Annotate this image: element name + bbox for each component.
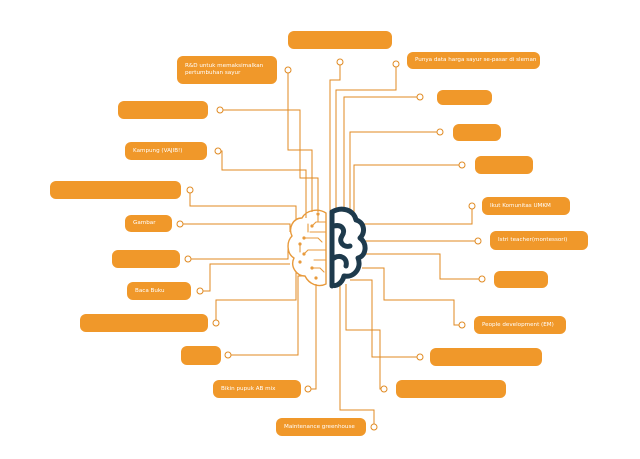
connector-dot-right-1 bbox=[416, 93, 424, 101]
connector-punya-data bbox=[335, 64, 397, 212]
connector-dot-top bbox=[336, 58, 344, 66]
node-bikin-pupuk[interactable]: Bikin pupuk AB mix bbox=[213, 380, 301, 398]
connector-people-dev bbox=[362, 267, 462, 326]
connector-dot-left-1 bbox=[216, 106, 224, 114]
node-right-2[interactable] bbox=[453, 124, 501, 141]
connector-dot-right-6 bbox=[380, 385, 388, 393]
node-kampung[interactable]: Kampung (VAJIB!) bbox=[125, 142, 207, 160]
node-punya-data[interactable]: Punya data harga sayur se-pasar di slema… bbox=[407, 52, 540, 69]
node-right-3[interactable] bbox=[475, 156, 533, 174]
connector-dot-right-2 bbox=[436, 128, 444, 136]
connector-left-2 bbox=[189, 190, 297, 220]
node-istri-teacher[interactable]: Istri teacher(montessori) bbox=[490, 231, 588, 250]
connector-left-1 bbox=[220, 109, 319, 212]
node-right-4[interactable] bbox=[494, 271, 548, 288]
connector-ikut-komunitas bbox=[360, 206, 473, 225]
node-left-1[interactable] bbox=[118, 101, 208, 119]
node-right-1[interactable] bbox=[437, 90, 492, 105]
connector-dot-left-2 bbox=[186, 186, 194, 194]
connector-dot-left-3 bbox=[184, 255, 192, 263]
node-ikut-komunitas[interactable]: Ikut Komunitas UMKM bbox=[482, 197, 570, 215]
node-left-2[interactable] bbox=[50, 181, 181, 199]
connector-dot-rnd bbox=[284, 66, 292, 74]
node-right-5[interactable] bbox=[430, 348, 542, 366]
connector-dot-punya-data bbox=[392, 60, 400, 68]
connector-baca-buku bbox=[200, 263, 290, 292]
node-maintenance[interactable]: Maintenance greenhouse bbox=[276, 418, 366, 436]
connector-dot-kampung bbox=[214, 147, 222, 155]
connector-dot-gambar bbox=[176, 220, 184, 228]
connector-dot-ikut-komunitas bbox=[468, 202, 476, 210]
connector-right-1 bbox=[343, 96, 420, 212]
node-gambar[interactable]: Gambar bbox=[125, 215, 172, 232]
connector-dot-right-5 bbox=[416, 353, 424, 361]
connector-dot-istri-teacher bbox=[474, 237, 482, 245]
node-right-6[interactable] bbox=[396, 380, 506, 398]
connector-dot-left-5 bbox=[224, 351, 232, 359]
connector-right-4 bbox=[364, 253, 482, 280]
connector-dot-maintenance bbox=[370, 423, 378, 431]
node-left-5[interactable] bbox=[181, 346, 221, 365]
node-baca-buku[interactable]: Baca Buku bbox=[127, 282, 191, 300]
connector-left-4 bbox=[215, 272, 297, 323]
connector-dot-bikin-pupuk bbox=[304, 385, 312, 393]
connector-dot-left-4 bbox=[212, 319, 220, 327]
connector-dot-people-dev bbox=[458, 321, 466, 329]
connector-dot-right-4 bbox=[478, 275, 486, 283]
connector-dot-right-3 bbox=[458, 161, 466, 169]
node-top[interactable] bbox=[288, 31, 392, 49]
node-left-4[interactable] bbox=[80, 314, 208, 332]
connector-maintenance bbox=[339, 286, 375, 427]
connector-right-5 bbox=[350, 279, 420, 358]
connector-left-3 bbox=[188, 248, 289, 260]
brain-right-hemisphere bbox=[329, 206, 368, 289]
connector-right-3 bbox=[353, 164, 462, 216]
brain-left-hemisphere bbox=[287, 209, 327, 287]
connector-dot-baca-buku bbox=[196, 287, 204, 295]
node-rnd[interactable]: R&D untuk memaksimalkan pertumbuhan sayu… bbox=[177, 56, 277, 84]
node-people-dev[interactable]: People development (EM) bbox=[474, 316, 566, 334]
node-left-3[interactable] bbox=[112, 250, 180, 268]
connector-top bbox=[329, 62, 341, 212]
connector-right-2 bbox=[349, 131, 440, 212]
